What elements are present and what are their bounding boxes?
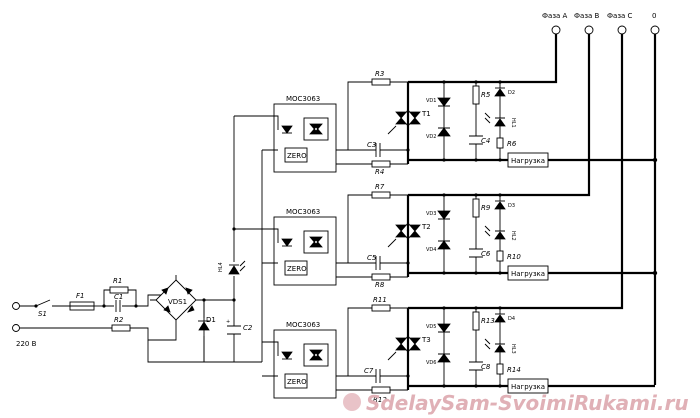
terminal-label-phase-c: Фаза C — [607, 12, 633, 20]
resistor-r5 — [472, 85, 480, 105]
resistor-r1-label: R1 — [113, 277, 122, 285]
resistor-r12 — [371, 386, 391, 394]
zero-1-label: ZERO — [287, 152, 307, 160]
resistor-r11 — [371, 304, 391, 312]
resistor-r13 — [472, 311, 480, 331]
terminal-label-zero: 0 — [652, 12, 656, 20]
diode-d4-label: D4 — [508, 316, 515, 322]
tvs-vd6-label: VD6 — [426, 360, 436, 366]
tvs-vd2-label: VD2 — [426, 134, 436, 140]
watermark: SdelaySam-SvoimiRukami.ru — [366, 391, 689, 415]
capacitor-c8-label: C8 — [481, 363, 491, 371]
capacitor-c5-label: C5 — [367, 254, 377, 262]
diode-d3-label: D3 — [508, 203, 515, 209]
terminal-phase-c — [617, 25, 627, 35]
led-hl2-label: HL2 — [510, 231, 516, 241]
resistor-r3-label: R3 — [375, 70, 384, 78]
capacitor-c4-label: C4 — [481, 137, 490, 145]
zener-d1-label: D1 — [206, 316, 216, 324]
tvs-vd3-label: VD3 — [426, 211, 436, 217]
tvs-vd1-label: VD1 — [426, 98, 436, 104]
resistor-r6-label: R6 — [507, 140, 517, 148]
zero-3-label: ZERO — [287, 378, 307, 386]
resistor-r9-label: R9 — [481, 204, 491, 212]
resistor-r7-label: R7 — [375, 183, 385, 191]
opto-1-label: MOC3063 — [286, 95, 320, 103]
resistor-r12-label: R12 — [373, 396, 387, 404]
capacitor-c2-label: C2 — [243, 324, 253, 332]
resistor-r5-label: R5 — [481, 91, 491, 99]
opto-3-label: MOC3063 — [286, 321, 320, 329]
channel-1: MOC3063 ZERO R3 R4 C3 T1 VD1 VD2 R5 C4 — [262, 70, 655, 176]
triac-t2-label: T2 — [421, 223, 431, 231]
fuse-f1-label: F1 — [76, 292, 84, 300]
resistor-r8-label: R8 — [375, 281, 385, 289]
led-hl3-label: HL3 — [510, 344, 516, 354]
resistor-r3 — [371, 78, 391, 86]
load-1-label: Нагрузка — [511, 157, 545, 165]
resistor-r2 — [111, 324, 131, 332]
terminal-phase-a — [551, 25, 561, 35]
tvs-vd5-label: VD5 — [426, 324, 436, 330]
opto-2-label: MOC3063 — [286, 208, 320, 216]
input-terminal-1 — [12, 302, 20, 310]
capacitor-c7-label: C7 — [364, 367, 374, 375]
capacitor-c3-label: C3 — [367, 141, 376, 149]
phase-a-line — [408, 34, 558, 84]
capacitor-c1-label: C1 — [114, 293, 123, 301]
resistor-r8 — [371, 273, 391, 281]
resistor-r10-label: R10 — [507, 253, 521, 261]
phase-b-line — [408, 34, 591, 197]
bridge-vds1-label: VDS1 — [168, 298, 187, 306]
resistor-r11-label: R11 — [373, 296, 387, 304]
load-3-label: Нагрузка — [511, 383, 545, 391]
led-hl4-label: HL4 — [218, 262, 224, 272]
capacitor-c6-label: C6 — [481, 250, 491, 258]
input-terminal-2 — [12, 324, 20, 332]
terminal-phase-b — [584, 25, 594, 35]
resistor-r9 — [472, 198, 480, 218]
led-hl1-label: HL1 — [510, 118, 516, 128]
resistor-r1 — [109, 286, 129, 294]
resistor-r13-label: R13 — [481, 317, 495, 325]
input-voltage-label: 220 В — [16, 340, 37, 348]
resistor-r4 — [371, 160, 391, 168]
terminal-label-phase-a: Фаза A — [542, 12, 568, 20]
phase-c-line — [408, 34, 624, 310]
triac-t3-label: T3 — [421, 336, 431, 344]
channel-3: MOC3063 ZERO R11 R12 C7 T3 VD5 VD6 R13 C… — [262, 296, 655, 404]
resistor-r2-label: R2 — [114, 316, 124, 324]
tvs-vd4-label: VD4 — [426, 247, 436, 253]
terminal-label-phase-b: Фаза B — [574, 12, 600, 20]
triac-t1-label: T1 — [421, 110, 431, 118]
power-supply: 220 В S1 F1 R1 C1 R2 VDS1 D1 — [12, 115, 274, 377]
resistor-r7 — [371, 191, 391, 199]
watermark-gear-icon — [343, 393, 361, 411]
load-2-label: Нагрузка — [511, 270, 545, 278]
switch-s1-label: S1 — [38, 310, 47, 318]
diode-d2-label: D2 — [508, 90, 515, 96]
channel-2: MOC3063 ZERO R7 R8 C5 T2 VD3 VD4 R9 C6 — [262, 183, 655, 289]
resistor-r14-label: R14 — [507, 366, 521, 374]
resistor-r4-label: R4 — [375, 168, 384, 176]
zero-2-label: ZERO — [287, 265, 307, 273]
svg-text:+: + — [226, 319, 230, 325]
output-terminals: Фаза A Фаза B Фаза C 0 — [542, 12, 660, 35]
terminal-zero — [650, 25, 660, 35]
